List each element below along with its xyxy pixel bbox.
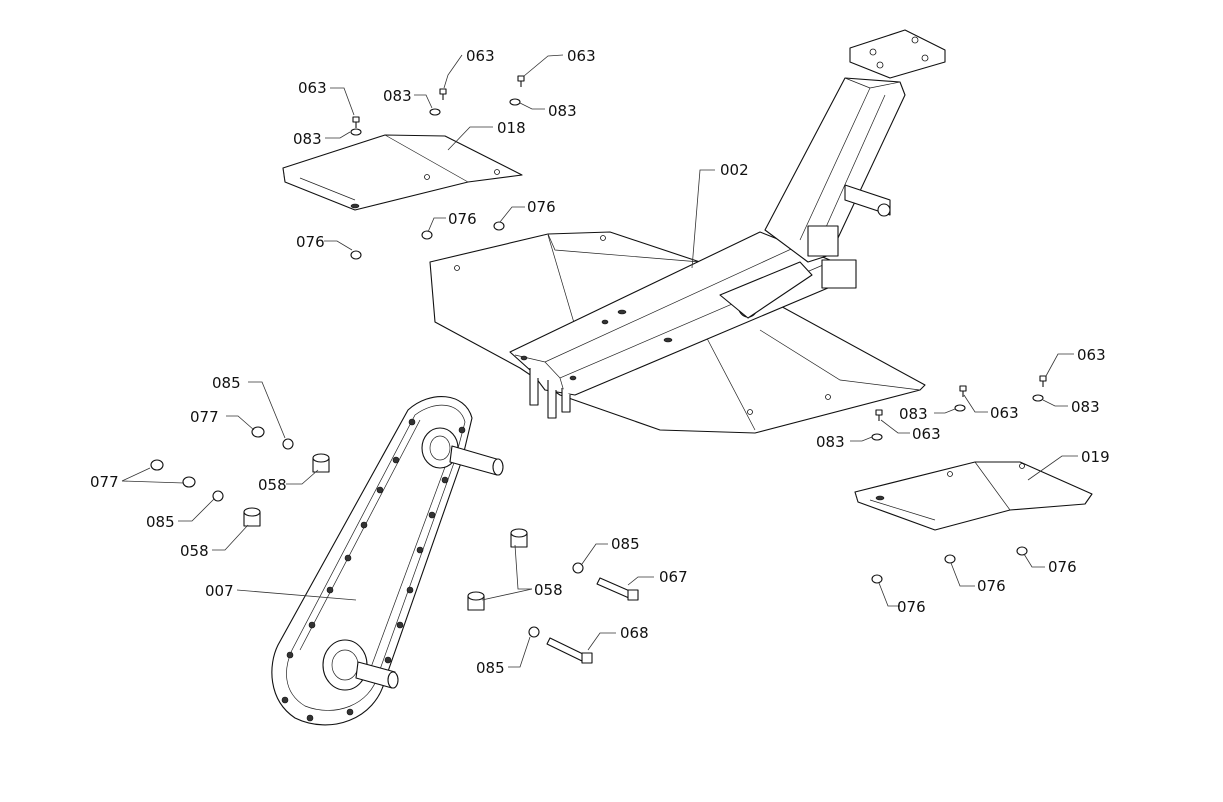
callout-077: 077 [90, 473, 119, 491]
callout-067: 067 [659, 568, 688, 586]
callout-083: 083 [548, 102, 577, 120]
callout-077: 077 [190, 408, 219, 426]
callout-063: 063 [567, 47, 596, 65]
hardware-parts [150, 75, 1047, 664]
callout-019: 019 [1081, 448, 1110, 466]
callout-076: 076 [296, 233, 325, 251]
callout-063: 063 [912, 425, 941, 443]
callout-063: 063 [1077, 346, 1106, 364]
callout-076: 076 [897, 598, 926, 616]
callout-063: 063 [466, 47, 495, 65]
callout-063: 063 [298, 79, 327, 97]
callout-076: 076 [1048, 558, 1077, 576]
callout-076: 076 [448, 210, 477, 228]
callout-007: 007 [205, 582, 234, 600]
callout-083: 083 [816, 433, 845, 451]
callout-068: 068 [620, 624, 649, 642]
callout-058: 058 [258, 476, 287, 494]
callout-076: 076 [977, 577, 1006, 595]
callout-076: 076 [527, 198, 556, 216]
callout-002: 002 [720, 161, 749, 179]
callout-063: 063 [990, 404, 1019, 422]
frame-top-plate [849, 29, 946, 79]
chain-case-007 [271, 396, 504, 726]
callout-018: 018 [497, 119, 526, 137]
callout-085: 085 [146, 513, 175, 531]
callout-058: 058 [534, 581, 563, 599]
callout-083: 083 [1071, 398, 1100, 416]
shield-plate-019 [854, 461, 1093, 531]
callout-083: 083 [899, 405, 928, 423]
shield-plate-018 [282, 134, 523, 211]
leader-lines [121, 54, 1078, 668]
callout-058: 058 [180, 542, 209, 560]
callout-085: 085 [611, 535, 640, 553]
callout-083: 083 [293, 130, 322, 148]
main-frame-assembly [429, 29, 946, 434]
callout-085: 085 [476, 659, 505, 677]
callout-labels: 002 007 018 019 058 058 058 063 063 063 … [90, 47, 1110, 677]
callout-083: 083 [383, 87, 412, 105]
callout-085: 085 [212, 374, 241, 392]
